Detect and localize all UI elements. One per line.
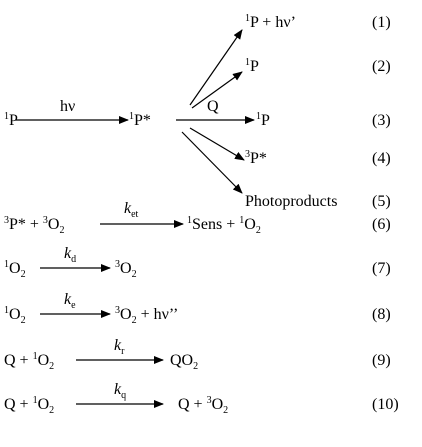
eq-number-6: (6) [372, 216, 391, 233]
eq6-reactants: 3P* + 3O2 [4, 215, 65, 236]
eq9-reactants: Q + 1O2 [4, 351, 55, 372]
arrow-to-fluorescence [189, 29, 243, 106]
eq9-product: QO2 [170, 352, 199, 372]
product-fluorescence: 1P + hν’ [245, 13, 296, 31]
product-internal-conversion: 1P [245, 57, 259, 75]
eq-number-5: (5) [372, 193, 391, 210]
eq8-reactant: 1O2 [4, 305, 26, 326]
eq8-rate-constant: ke [64, 291, 76, 311]
eq-number-7: (7) [372, 260, 391, 277]
eq10-products: Q + 3O2 [178, 395, 229, 416]
eq6-products: 1Sens + 1O2 [187, 215, 261, 236]
ground-state-P: 1P [4, 111, 18, 129]
eq-number-10: (10) [372, 396, 399, 413]
arrow-to-intersystem-crossing [189, 127, 245, 161]
eq7-product: 3O2 [115, 259, 137, 280]
excited-singlet-P: 1P* [129, 111, 151, 129]
eq10-reactants: Q + 1O2 [4, 395, 55, 416]
eq-number-1: (1) [372, 14, 391, 31]
eq10-rate-constant: kq [114, 381, 127, 401]
arrow-to-internal-conversion [191, 71, 243, 109]
eq-number-9: (9) [372, 352, 391, 369]
eq-number-3: (3) [372, 112, 391, 129]
product-photoproducts: Photoproducts [245, 193, 338, 210]
eq9-rate-constant: kr [114, 337, 125, 357]
arrow-to-photoproducts [181, 131, 243, 194]
product-quenching: 1P [256, 111, 270, 129]
hv-label: hν [60, 98, 76, 115]
eq-number-4: (4) [372, 150, 391, 167]
product-triplet: 3P* [245, 149, 267, 167]
eq7-reactant: 1O2 [4, 259, 26, 280]
quencher-label: Q [207, 98, 219, 115]
eq6-rate-constant: ket [124, 200, 139, 220]
eq-number-8: (8) [372, 306, 391, 323]
eq8-products: 3O2 + hν’’ [115, 305, 179, 326]
eq7-rate-constant: kd [64, 245, 77, 265]
eq-number-2: (2) [372, 58, 391, 75]
